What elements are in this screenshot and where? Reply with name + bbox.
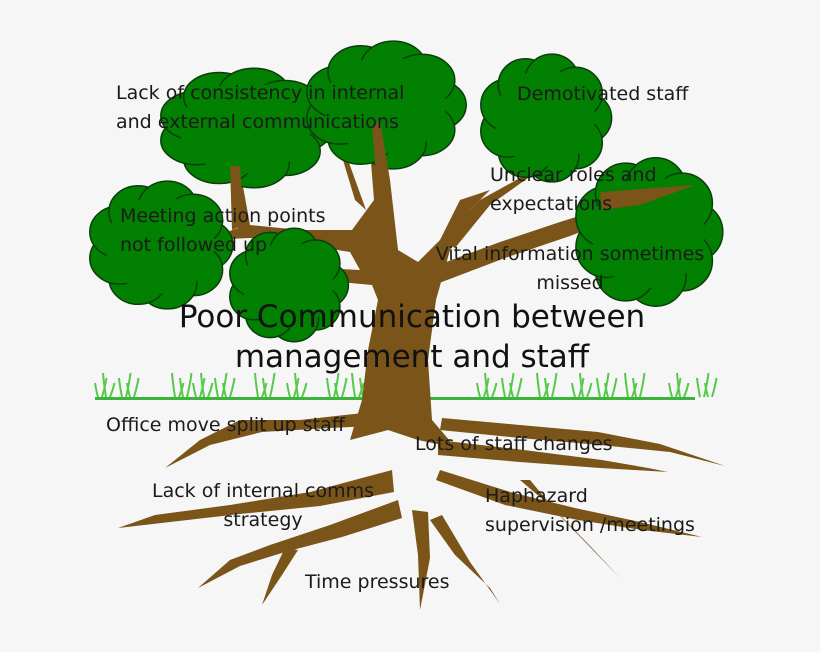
root-right-up (440, 418, 725, 466)
grass-tuft (118, 372, 140, 398)
grass-tuft (596, 372, 618, 398)
root-left-mid (118, 470, 394, 528)
effect-label-unclear-roles: Unclear roles and expectations (490, 164, 657, 215)
root-upper-left (165, 410, 392, 468)
root-center-down (412, 510, 430, 610)
root-center-right (430, 515, 500, 604)
grass-tufts (94, 372, 718, 398)
foliage-left (89, 180, 234, 310)
root-right-mid (438, 440, 668, 472)
cause-label-staff-changes: Lots of staff changes (415, 433, 613, 455)
branch-right-upper (440, 160, 552, 248)
grass-tuft (696, 372, 718, 398)
grass-tuft (286, 372, 308, 398)
grass-tuft (571, 372, 593, 398)
grass-tuft (326, 372, 348, 398)
effect-label-demotivated-staff: Demotivated staff (517, 83, 689, 105)
effect-label-consistency: Lack of consistency in internal and exte… (116, 82, 405, 133)
root-left-spur (262, 548, 298, 605)
root-left-low (198, 500, 402, 588)
foliage-top-right (480, 53, 613, 183)
grass-tuft (624, 372, 646, 398)
cause-label-comms-strategy: Lack of internal comms strategy (152, 480, 374, 531)
branch-right-tip (600, 185, 695, 210)
foliage-top-left (160, 67, 334, 189)
tree-foliage (89, 40, 724, 343)
foliage-center (229, 227, 350, 343)
tree-branch-tips (230, 120, 695, 250)
cause-label-office-move: Office move split up staff (106, 414, 345, 436)
grass-tuft (501, 372, 523, 398)
grass-tuft (254, 372, 276, 398)
grass-tuft (94, 372, 116, 398)
grass-tuft (192, 372, 214, 398)
trunk-body (205, 120, 490, 448)
branch-left-tip (230, 166, 244, 230)
grass-tuft (668, 372, 690, 398)
cause-label-time-pressures: Time pressures (305, 571, 450, 593)
effect-label-vital-information: Vital information sometimes missed (435, 243, 705, 294)
problem-title: Poor Communication between management an… (178, 299, 646, 375)
grass-tuft (536, 372, 558, 398)
effect-label-action-points: Meeting action points not followed up (120, 205, 326, 256)
grass-tuft (476, 372, 498, 398)
grass-tuft (171, 372, 193, 398)
grass-tuft (214, 372, 236, 398)
branch-top (372, 120, 398, 250)
cause-label-haphazard-supervision: Haphazard supervision /meetings (485, 485, 695, 536)
tree-roots (118, 410, 725, 610)
